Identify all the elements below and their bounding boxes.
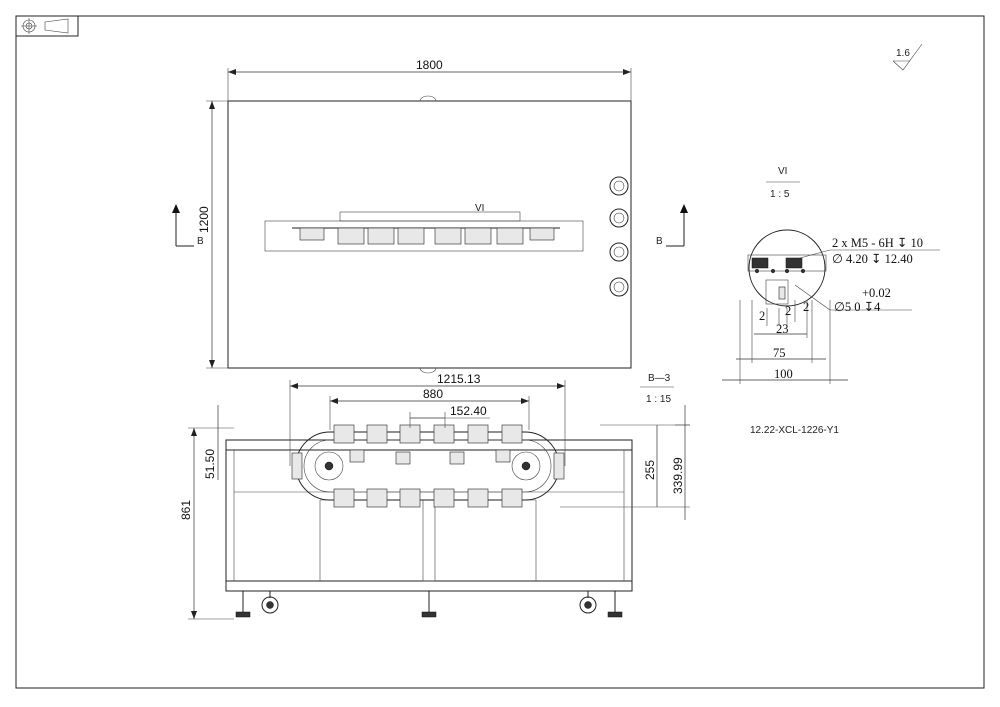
svg-text:B: B	[656, 236, 663, 247]
sprocket-right-icon	[511, 451, 541, 481]
svg-text:B: B	[197, 236, 204, 247]
dim-861: 861	[179, 427, 234, 620]
dim-880: 880	[329, 387, 530, 430]
conveyor-fixtures-top	[299, 227, 555, 245]
leveling-feet	[235, 591, 623, 618]
caster-icons	[261, 591, 597, 614]
detail-title: VI	[778, 166, 787, 177]
svg-text:75: 75	[773, 346, 786, 360]
detail-dimensions: 2 2 2 23 75 100	[722, 300, 848, 384]
dim-51: 51.50	[203, 405, 219, 480]
sprocket-left-icon	[314, 451, 344, 481]
thread-note: 2 x M5 - 6H ↧ 10	[832, 236, 923, 250]
section-arrow-right: B	[656, 204, 688, 247]
section-view: B—3 1 : 15	[179, 372, 690, 620]
conveyor-loop	[295, 431, 560, 501]
detail-view: VI 1 : 5 2 x M5 - 6H ↧ 10 ∅ 4.20 ↧ 12.40…	[722, 166, 940, 436]
svg-text:2: 2	[759, 309, 765, 323]
svg-text:100: 100	[774, 367, 793, 381]
svg-text:2: 2	[803, 300, 809, 314]
svg-text:152.40: 152.40	[450, 404, 487, 418]
svg-text:861: 861	[179, 500, 193, 520]
dim-1215: 1215.13	[289, 372, 566, 466]
sheet-border	[15, 15, 985, 689]
first-angle-projection-icon	[15, 15, 79, 37]
svg-text:1800: 1800	[416, 58, 443, 72]
svg-text:339.99: 339.99	[671, 457, 685, 494]
svg-text:1200: 1200	[197, 206, 211, 233]
svg-text:51.50: 51.50	[203, 449, 217, 479]
dim-152: 152.40	[409, 404, 490, 428]
dim-width: 1800	[227, 58, 632, 101]
dim-height: 1200	[197, 100, 228, 369]
section-title: B—3	[648, 373, 671, 384]
caster-wheel-icons	[609, 176, 629, 297]
top-view: VI 1800 1200 B	[172, 58, 688, 374]
dim-339: 339.99	[671, 405, 690, 520]
roughness-value: 1.6	[896, 48, 910, 59]
section-arrow-left: B	[172, 204, 204, 247]
svg-text:23: 23	[776, 322, 789, 336]
part-code: 12.22-XCL-1226-Y1	[750, 425, 839, 436]
tolerance-upper: +0.02	[862, 286, 891, 300]
svg-text:2: 2	[785, 304, 791, 318]
svg-text:255: 255	[643, 460, 657, 480]
svg-text:880: 880	[423, 387, 443, 401]
hole-note: ∅5 0 ↧4	[834, 300, 881, 314]
top-view-plate	[227, 100, 632, 369]
svg-text:1215.13: 1215.13	[437, 372, 481, 386]
detail-circle	[748, 229, 826, 307]
section-scale: 1 : 15	[646, 394, 671, 405]
detail-scale: 1 : 5	[770, 189, 790, 200]
surface-roughness-symbol: 1.6	[892, 43, 923, 71]
drill-note: ∅ 4.20 ↧ 12.40	[832, 252, 913, 266]
detail-ref-label: VI	[475, 203, 484, 214]
